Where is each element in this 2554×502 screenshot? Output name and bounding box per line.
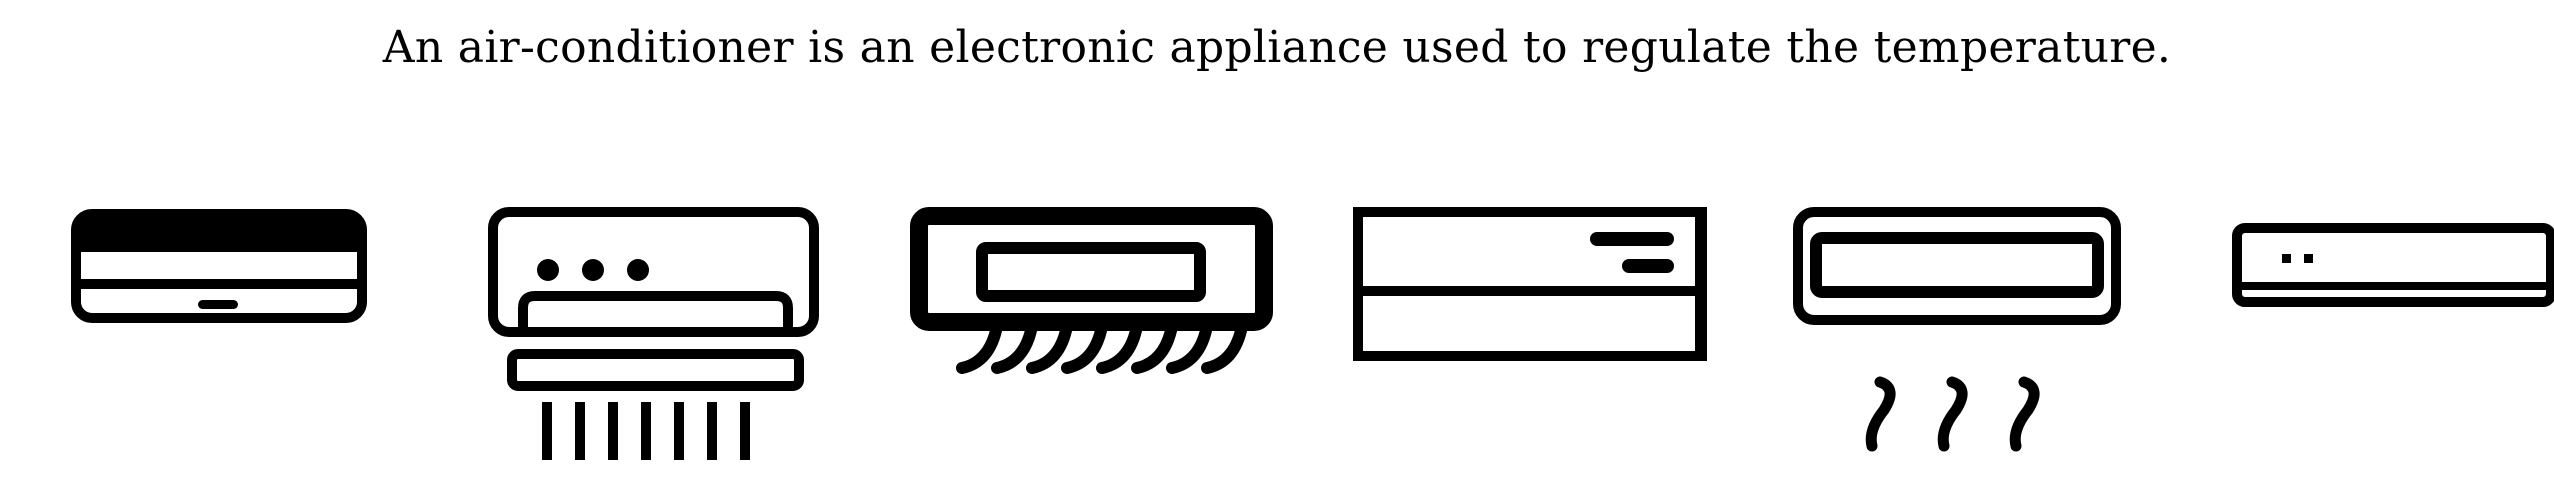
air-conditioner-icon: [2232, 223, 2554, 307]
air-conditioner-icon: [488, 207, 819, 460]
caption-text: An air-conditioner is an electronic appl…: [382, 22, 2172, 73]
air-conditioner-icon: [1793, 207, 2121, 452]
air-conditioner-icon: [71, 209, 367, 323]
air-conditioner-icon: [910, 207, 1273, 374]
air-conditioner-icon: [1353, 207, 1707, 361]
